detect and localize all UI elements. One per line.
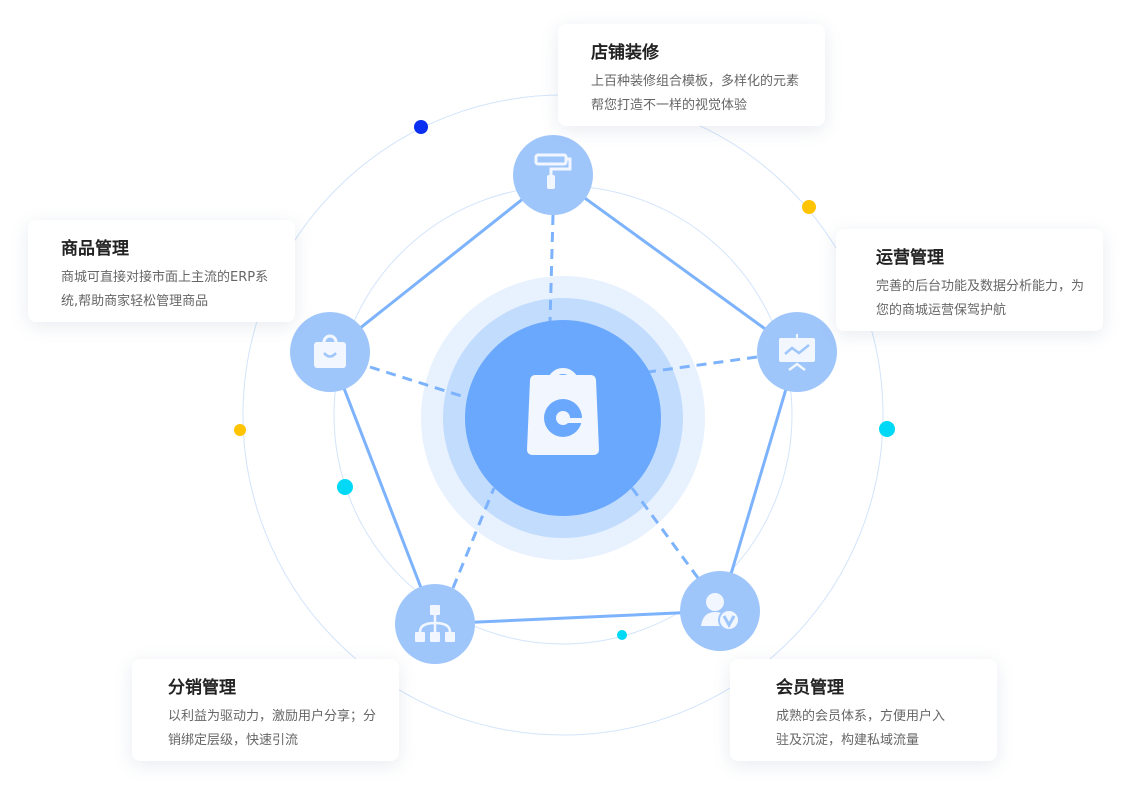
spoke [548,214,555,323]
card-title: 运营管理 [876,248,944,268]
paint-roller-icon [534,153,572,189]
presentation-chart-icon [779,334,815,371]
pentagon-outline [328,173,799,626]
dot-yellow [234,424,246,436]
card-products: 商品管理 商城可直接对接市面上主流的ERP系统,帮助商家轻松管理商品 [28,220,295,322]
dot-cyan [879,421,895,437]
node-members[interactable] [680,571,760,651]
node-store-decoration[interactable] [513,135,593,215]
node-distribution[interactable] [395,584,475,664]
dot-cyan [617,630,627,640]
node-products[interactable] [290,312,370,392]
card-desc: 完善的后台功能及数据分析能力，为您的商城运营保驾护航 [876,279,1085,318]
spoke [451,487,496,589]
card-title: 店铺装修 [591,43,659,63]
spoke [369,365,469,400]
hierarchy-icon [415,605,455,642]
card-title: 会员管理 [776,678,844,698]
card-desc: 上百种装修组合模板，多样化的元素帮您打造不一样的视觉体验 [591,74,800,113]
member-vip-icon [701,593,740,631]
spoke [630,487,700,579]
shopping-bag-e-icon [527,368,599,455]
spoke [647,355,758,374]
card-desc: 成熟的会员体系，方便用户入驻及沉淀，构建私域流量 [776,709,946,748]
dot-blue [414,120,428,134]
dot-yellow [802,200,816,214]
dot-cyan [337,479,353,495]
card-desc: 以利益为驱动力，激励用户分享；分销绑定层级，快速引流 [168,709,377,748]
card-title: 商品管理 [61,239,129,259]
card-store-decoration: 店铺装修 上百种装修组合模板，多样化的元素帮您打造不一样的视觉体验 [558,24,825,126]
card-members: 会员管理 成熟的会员体系，方便用户入驻及沉淀，构建私域流量 [730,659,997,761]
card-distribution: 分销管理 以利益为驱动力，激励用户分享；分销绑定层级，快速引流 [132,659,399,761]
card-operations: 运营管理 完善的后台功能及数据分析能力，为您的商城运营保驾护航 [836,229,1103,331]
node-operations[interactable] [757,312,837,392]
shopping-bag-icon [314,334,346,368]
card-desc: 商城可直接对接市面上主流的ERP系统,帮助商家轻松管理商品 [61,270,269,309]
card-title: 分销管理 [168,678,236,698]
